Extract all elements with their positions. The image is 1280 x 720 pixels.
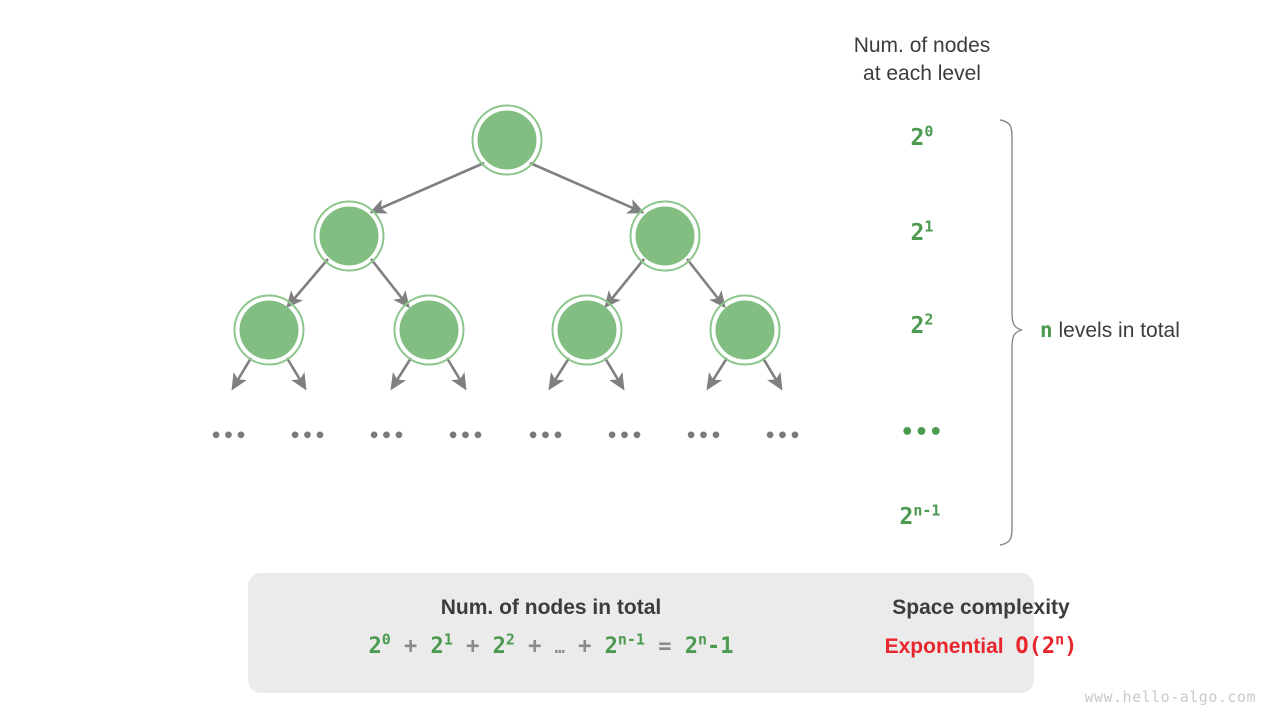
- tree-ellipsis-6: •••: [606, 425, 644, 447]
- level-count-1-base: 2: [910, 220, 925, 246]
- tree-ellipsis-3: •••: [368, 425, 406, 447]
- level-count-last-base: 2: [899, 504, 914, 530]
- tree-ellipsis-5: •••: [527, 425, 565, 447]
- watermark: www.hello-algo.com: [1084, 688, 1256, 706]
- complexity-bigo: O(2n): [1015, 630, 1078, 659]
- summary-left-title: Num. of nodes in total: [440, 596, 662, 619]
- total-levels-note: n levels in total: [1040, 317, 1180, 344]
- formula-term-1: 20: [368, 630, 391, 659]
- level-count-1-exp: 1: [924, 217, 934, 236]
- tree-ellipsis-2: •••: [289, 425, 327, 447]
- level-count-0-exp: 0: [924, 122, 934, 141]
- tree-edges: [231, 161, 783, 391]
- tree-ellipsis-7: •••: [685, 425, 723, 447]
- level-count-2-base: 2: [910, 313, 925, 339]
- level-count-last-exp: n-1: [913, 501, 941, 520]
- level-count-2: 22: [862, 312, 982, 339]
- tree-ellipsis-1: •••: [210, 425, 248, 447]
- summary-formula: 20 + 21 + 22 + … + 2n-1 = 2n-1: [366, 630, 736, 661]
- summary-right-column: Space complexity Exponential O(2n): [788, 595, 1174, 660]
- tree-node: [709, 294, 781, 366]
- level-count-ellipsis: •••: [900, 420, 944, 445]
- level-count-last: 2n-1: [860, 503, 980, 530]
- total-levels-text: levels in total: [1058, 319, 1180, 342]
- levels-brace: [999, 119, 1023, 546]
- formula-op-2: +: [466, 634, 480, 659]
- tree-node: [471, 104, 543, 176]
- formula-op-1: +: [404, 634, 418, 659]
- total-levels-variable: n: [1040, 318, 1053, 342]
- summary-right-title: Space complexity: [892, 596, 1070, 619]
- tree-nodes: [233, 104, 781, 366]
- formula-op-3: +: [528, 634, 542, 659]
- complexity-label: Exponential: [884, 635, 1004, 658]
- tree-node: [551, 294, 623, 366]
- level-count-0: 20: [862, 124, 982, 151]
- tree-node: [233, 294, 305, 366]
- formula-result: 2n-1: [684, 630, 734, 659]
- tree-node: [313, 200, 385, 272]
- summary-complexity: Exponential O(2n): [788, 630, 1174, 660]
- tree-node: [393, 294, 465, 366]
- summary-panel: Num. of nodes in total 20 + 21 + 22 + … …: [248, 573, 1077, 693]
- column-heading: Num. of nodes at each level: [853, 34, 991, 85]
- level-count-0-base: 2: [910, 125, 925, 151]
- level-count-1: 21: [862, 219, 982, 246]
- tree-ellipsis-8: •••: [764, 425, 802, 447]
- tree-node: [629, 200, 701, 272]
- formula-ellipsis: …: [554, 638, 565, 658]
- formula-term-3: 22: [492, 630, 515, 659]
- formula-term-4: 2n-1: [604, 630, 645, 659]
- tree-ellipsis-4: •••: [447, 425, 485, 447]
- formula-term-2: 21: [430, 630, 453, 659]
- formula-equals: =: [658, 634, 672, 659]
- formula-op-4: +: [578, 634, 592, 659]
- summary-left-column: Num. of nodes in total 20 + 21 + 22 + … …: [366, 595, 736, 661]
- level-count-2-exp: 2: [924, 310, 934, 329]
